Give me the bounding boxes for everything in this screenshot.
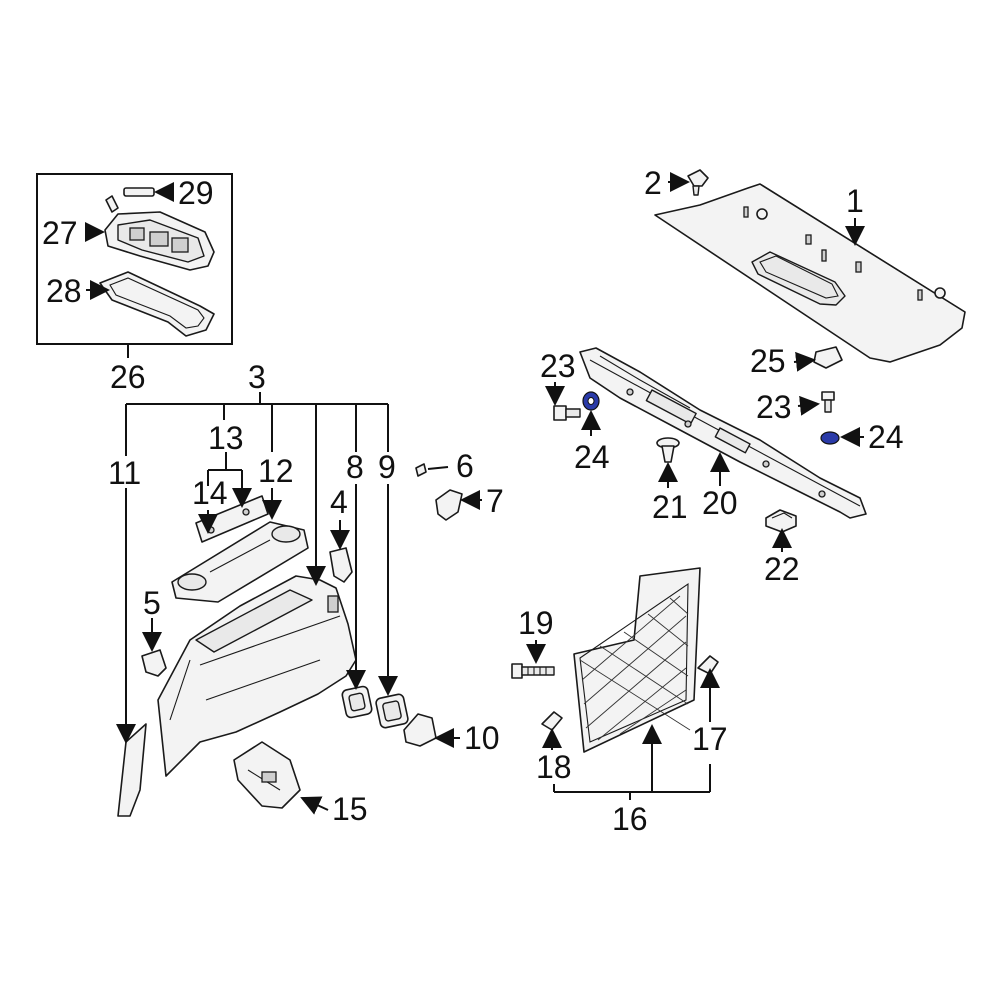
part-4-clip: [329, 547, 353, 583]
callout-10: 10: [464, 720, 500, 756]
part-24-bushing-right: [820, 431, 840, 445]
part-22-clip: [765, 509, 797, 533]
callout-20: 20: [702, 485, 738, 521]
callout-27: 27: [42, 215, 78, 251]
callout-16: 16: [612, 801, 648, 837]
callout-11: 11: [108, 455, 141, 491]
callout-26: 26: [110, 359, 146, 395]
callout-4: 4: [330, 484, 348, 520]
callout-labels: 1 2 3 4 5 6 7 8 9 10 11 12 13 14 15 16 1…: [42, 165, 904, 837]
part-1-cover-panel: [654, 183, 966, 363]
inset-frame: [36, 173, 233, 345]
callout-3: 3: [248, 359, 266, 395]
part-17-clip: [697, 655, 719, 675]
callout-7: 7: [486, 483, 504, 519]
callout-24-right: 24: [868, 419, 904, 455]
callout-1: 1: [846, 183, 864, 219]
part-2-pin: [687, 169, 709, 196]
part-6-clip: [415, 463, 427, 477]
callout-29: 29: [178, 175, 214, 211]
inset-box-26: [36, 173, 233, 358]
callout-17: 17: [692, 721, 728, 757]
callout-21: 21: [652, 489, 688, 525]
callout-28: 28: [46, 273, 82, 309]
callout-24-left: 24: [574, 439, 610, 475]
callout-13: 13: [208, 420, 244, 456]
part-7-cap: [435, 489, 463, 521]
part-19-screw: [511, 663, 555, 679]
callout-18: 18: [536, 749, 572, 785]
callout-8: 8: [346, 449, 364, 485]
part-28-lens: [99, 271, 215, 337]
part-10-clip: [403, 713, 437, 747]
callout-5: 5: [143, 585, 161, 621]
part-8-bezel: [341, 685, 373, 719]
callout-12: 12: [258, 453, 294, 489]
part-18-clip: [541, 711, 563, 731]
part-12-storage-tray: [171, 521, 309, 603]
callout-23-right: 23: [756, 389, 792, 425]
callout-22: 22: [764, 551, 800, 587]
callout-6: 6: [456, 448, 474, 484]
part-15-bracket: [233, 741, 301, 809]
part-9-bezel: [375, 693, 409, 729]
callout-2: 2: [644, 165, 662, 201]
part-27-lamp-housing: [104, 195, 215, 271]
part-16-cargo-net: [573, 567, 701, 753]
part-23-bolt-left: [553, 405, 581, 421]
callout-19: 19: [518, 605, 554, 641]
bushing-hole-left: [587, 397, 595, 405]
callout-14: 14: [192, 475, 228, 511]
callout-15: 15: [332, 791, 368, 827]
callout-23-left: 23: [540, 348, 576, 384]
part-5-clip: [141, 649, 167, 677]
callout-25: 25: [750, 343, 786, 379]
part-21-push-clip: [656, 437, 680, 463]
leader-lines: [85, 172, 865, 815]
part-25-cap: [813, 346, 843, 369]
part-29-clip: [123, 187, 155, 197]
part-23-bolt-right: [821, 391, 835, 413]
part-20-rail: [579, 347, 867, 519]
callout-9: 9: [378, 449, 396, 485]
part-11-trim-strip: [117, 723, 147, 817]
